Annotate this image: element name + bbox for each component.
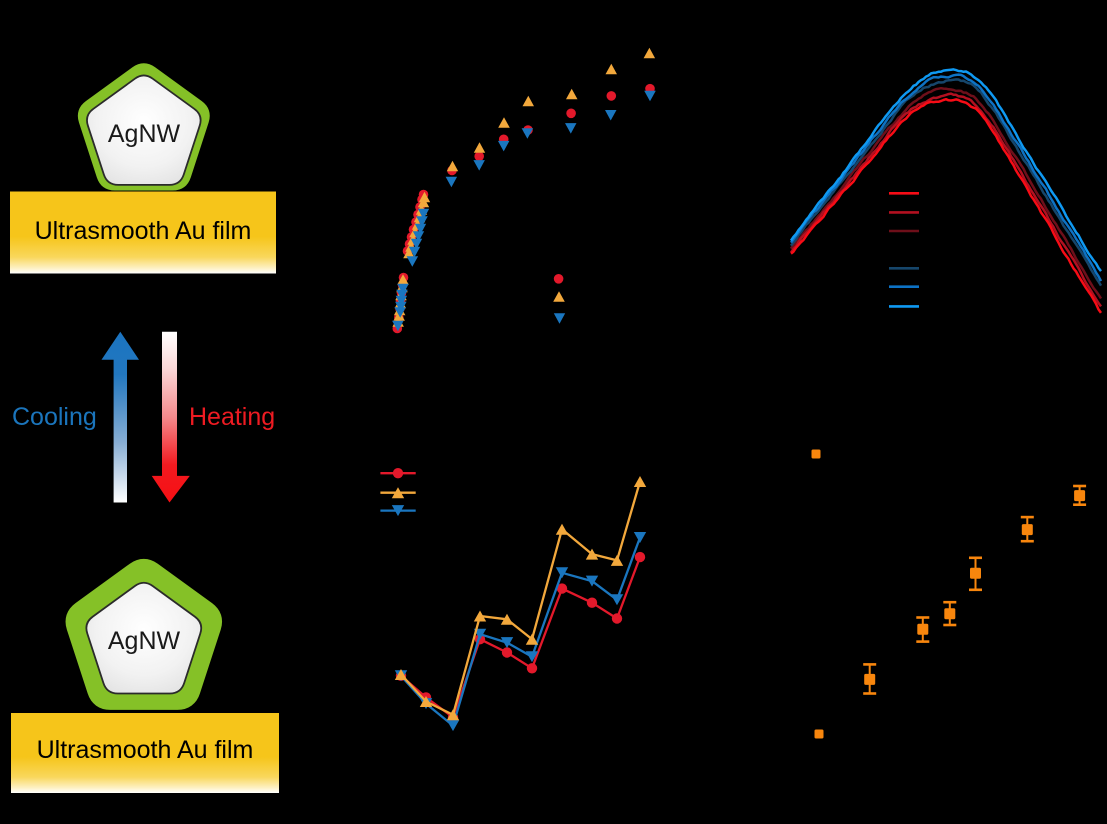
svg-text:AgNW: AgNW bbox=[108, 627, 181, 655]
svg-text:Heating: Heating bbox=[189, 403, 275, 431]
svg-text:AgNW: AgNW bbox=[108, 120, 181, 148]
svg-text:Ultrasmooth Au film: Ultrasmooth Au film bbox=[35, 217, 252, 245]
svg-text:Cooling: Cooling bbox=[12, 403, 97, 431]
svg-text:Ultrasmooth Au film: Ultrasmooth Au film bbox=[37, 736, 254, 764]
